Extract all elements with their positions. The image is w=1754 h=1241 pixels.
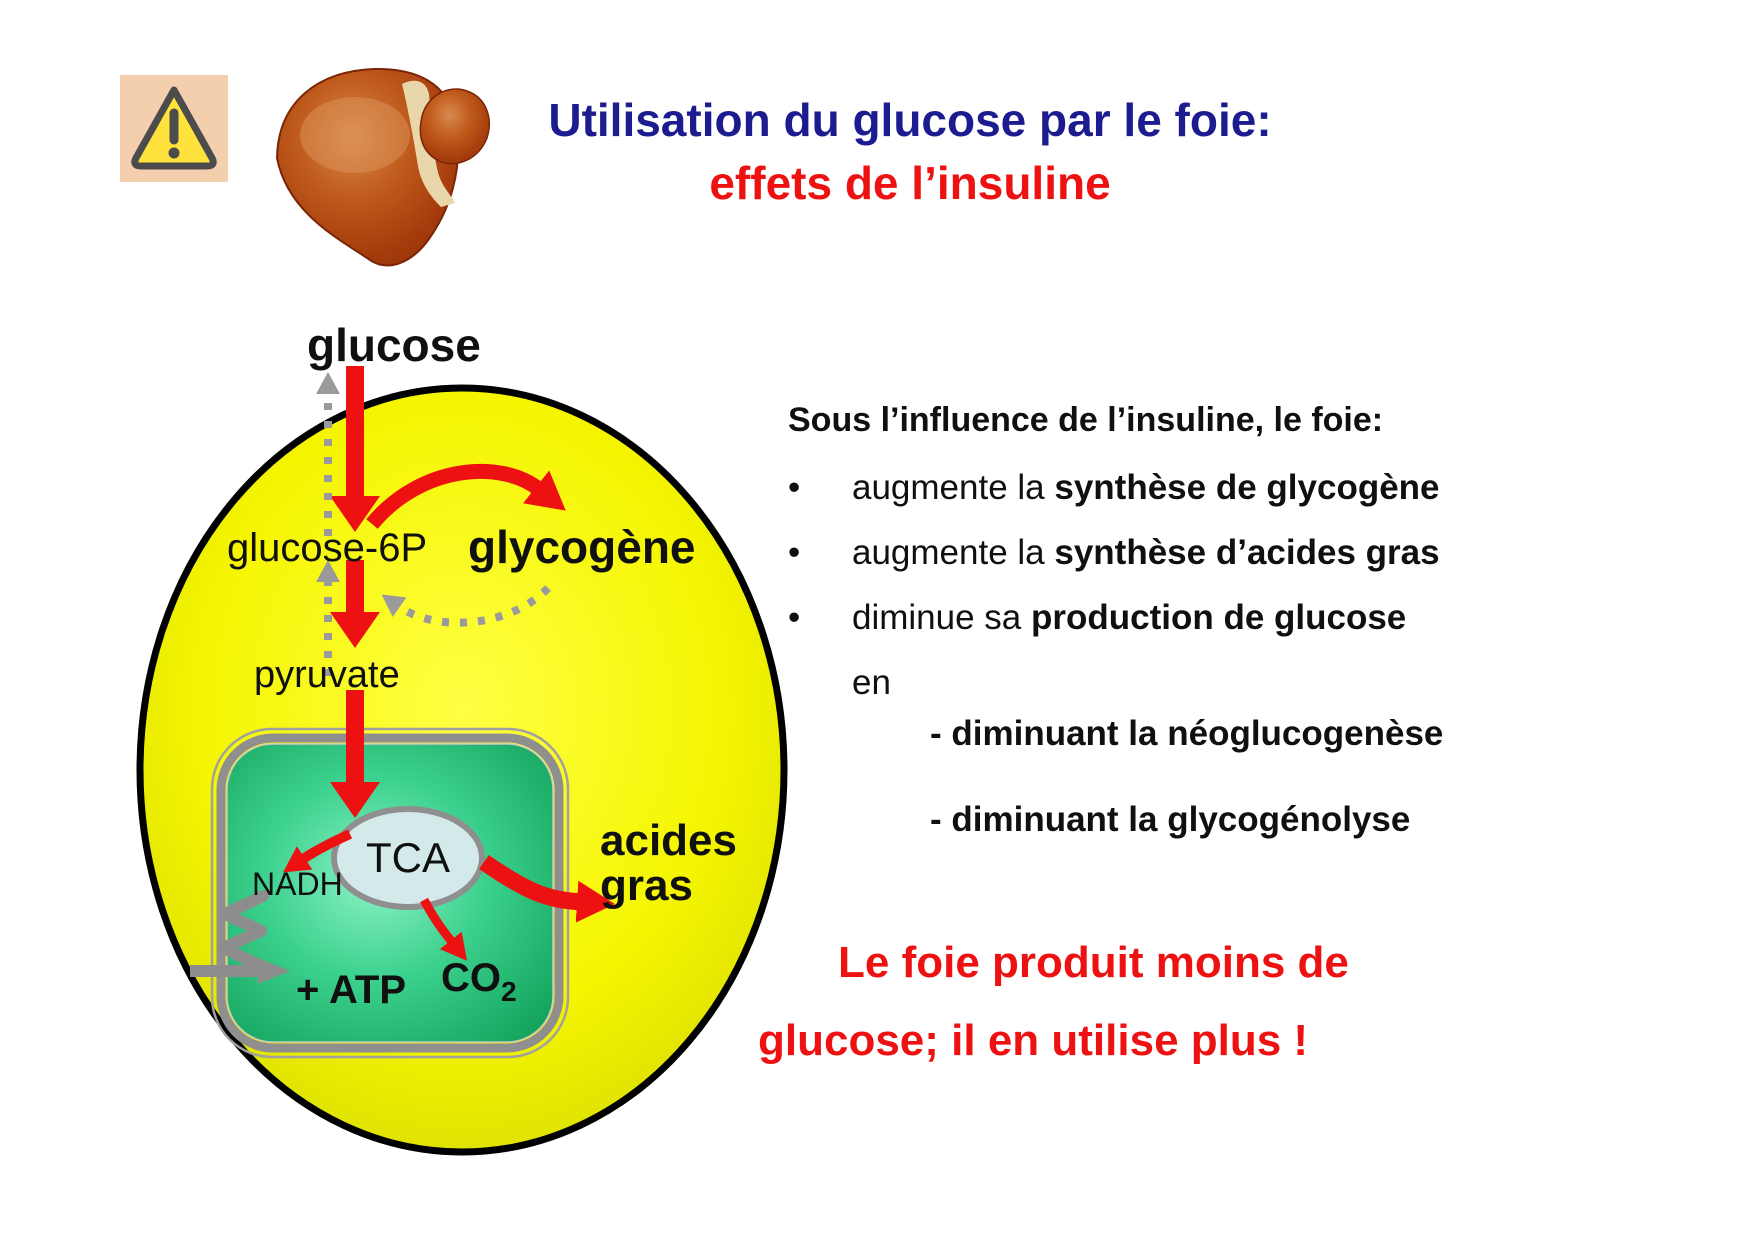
bullet-continuation: en: [852, 663, 891, 702]
conclusion-line1: Le foie produit moins de: [838, 938, 1349, 987]
fatty-acids-label: acides gras: [600, 818, 737, 908]
bullet-plain: augmente la: [852, 533, 1055, 572]
bullet-bold: production de glucose: [1030, 598, 1407, 637]
pyruvate-label: pyruvate: [254, 654, 400, 696]
arrow-g6p-to-pyruvate: [330, 560, 380, 648]
bullet-item-glucose-production: diminue sa production de glucose: [852, 598, 1406, 638]
bullet-bold: synthèse d’acides gras: [1054, 533, 1440, 572]
bullet-bold: synthèse de glycogène: [1054, 468, 1440, 507]
slide-title-line2: effets de l’insuline: [709, 157, 1111, 209]
co2-base: CO: [441, 956, 501, 1000]
co2-subscript: 2: [501, 976, 517, 1007]
glycogen-label: glycogène: [468, 521, 696, 573]
arrow-tca-to-nadh: [283, 829, 353, 873]
glucose6p-label: glucose-6P: [227, 526, 428, 570]
tca-circle: [331, 806, 485, 910]
fatty-acids-line1: acides: [600, 816, 737, 865]
sub-bullet-glycogenolysis: - diminuant la glycogénolyse: [930, 800, 1411, 839]
tca-label: TCA: [366, 834, 450, 881]
arrow-tca-to-fatty-acids: [479, 855, 615, 923]
bullet-dot: •: [788, 598, 801, 637]
slide-title-line1: Utilisation du glucose par le foie:: [548, 94, 1272, 146]
co2-label: CO2: [441, 956, 517, 1008]
arrow-pyruvate-to-tca: [330, 690, 380, 818]
arrow-glucose-to-g6p: [330, 366, 380, 532]
bullet-dot: •: [788, 468, 801, 507]
bullet-plain: diminue sa: [852, 598, 1031, 637]
electron-chain-squiggle: [190, 890, 290, 984]
arrow-tca-to-co2: [420, 897, 467, 961]
bullet-plain: augmente la: [852, 468, 1055, 507]
bullet-item-glycogen-synthesis: augmente la synthèse de glycogène: [852, 468, 1440, 508]
glucose-label: glucose: [307, 319, 481, 371]
arrow-g6p-to-glycogen: [366, 463, 566, 529]
warning-icon: [120, 75, 228, 182]
bullet-dot: •: [788, 533, 801, 572]
arrow-glycogen-to-g6p-dotted: [381, 585, 551, 627]
bullet-item-fatty-acid-synthesis: augmente la synthèse d’acides gras: [852, 533, 1440, 573]
conclusion-line2: glucose; il en utilise plus !: [758, 1016, 1309, 1065]
nadh-label: NADH: [252, 866, 343, 902]
atp-label: + ATP: [296, 968, 407, 1012]
sub-bullet-neoglucogenesis: - diminuant la néoglucogenèse: [930, 714, 1444, 753]
fatty-acids-line2: gras: [600, 861, 693, 910]
liver-icon: [275, 67, 490, 267]
panel-heading: Sous l’influence de l’insuline, le foie:: [788, 401, 1384, 439]
